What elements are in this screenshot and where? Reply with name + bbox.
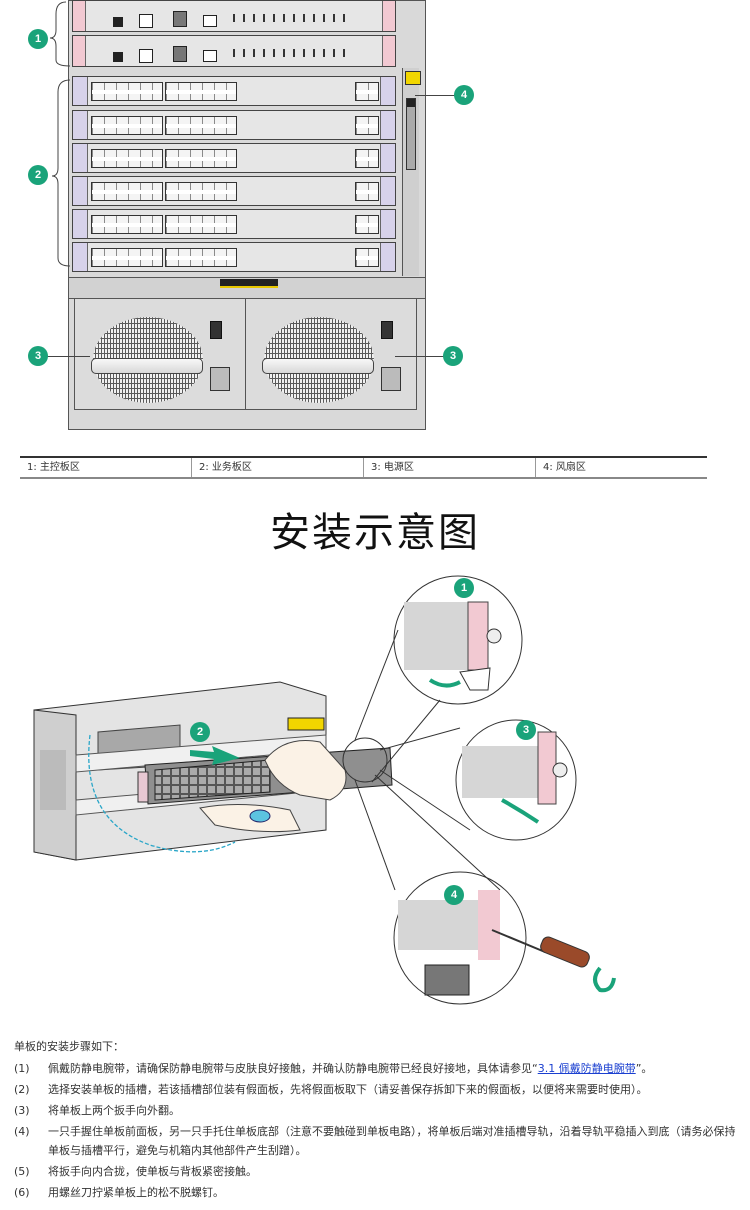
service-board [72, 176, 396, 206]
service-board [72, 110, 396, 140]
brace-lines [49, 1, 71, 267]
legend-cell-service-board: 2: 业务板区 [192, 458, 364, 477]
callout-badge-4: 4 [454, 85, 474, 105]
installation-diagram [33, 575, 616, 1005]
callout-badge-2: 2 [28, 165, 48, 185]
step-text: 将单板上两个扳手向外翻。 [48, 1104, 180, 1117]
service-board [72, 209, 396, 239]
step-text: 将扳手向内合拢，使单板与背板紧密接触。 [48, 1165, 257, 1178]
legend-cell-power: 3: 电源区 [364, 458, 536, 477]
chassis-label [220, 279, 278, 288]
step-text: 佩戴防静电腕带，请确保防静电腕带与皮肤良好接触，并确认防静电腕带已经良好接地，具… [48, 1059, 744, 1078]
step-text-part: ”。 [635, 1062, 653, 1075]
main-control-board [72, 35, 396, 67]
step-text: 选择安装单板的插槽，若该插槽部位装有假面板，先将假面板取下（请妥善保存拆卸下来的… [48, 1083, 648, 1096]
area-legend-table: 1: 主控板区 2: 业务板区 3: 电源区 4: 风扇区 [20, 456, 707, 479]
step-item: (3) 将单板上两个扳手向外翻。 [14, 1101, 744, 1120]
step-number: (1) [14, 1062, 30, 1075]
legend-cell-main-control: 1: 主控板区 [20, 458, 192, 477]
power-supply-right [245, 298, 417, 410]
installation-steps: 单板的安装步骤如下： (1) 佩戴防静电腕带，请确保防静电腕带与皮肤良好接触，并… [14, 1037, 744, 1204]
step-text: 一只手握住单板前面板，另一只手托住单板底部（注意不要触碰到单板电路），将单板后端… [48, 1125, 736, 1157]
callout-badge-2: 2 [190, 722, 210, 742]
step-item: (4) 一只手握住单板前面板，另一只手托住单板底部（注意不要触碰到单板电路），将… [14, 1122, 744, 1160]
callout-badge-3: 3 [443, 346, 463, 366]
figure-title: 安装示意图 [270, 510, 480, 556]
service-board [72, 242, 396, 272]
step-item: (1) 佩戴防静电腕带，请确保防静电腕带与皮肤良好接触，并确认防静电腕带已经良好… [14, 1059, 744, 1078]
steps-intro: 单板的安装步骤如下： [14, 1040, 124, 1053]
service-board [72, 76, 396, 106]
step-number: (6) [14, 1186, 30, 1199]
power-supply-left [74, 298, 246, 410]
step-number: (3) [14, 1104, 30, 1117]
step-number: (4) [14, 1125, 30, 1138]
callout-badge-1: 1 [454, 578, 474, 598]
step-item: (6) 用螺丝刀拧紧单板上的松不脱螺钉。 [14, 1183, 744, 1202]
callout-badge-3: 3 [28, 346, 48, 366]
step-text: 用螺丝刀拧紧单板上的松不脱螺钉。 [48, 1186, 224, 1199]
step-number: (5) [14, 1165, 30, 1178]
callout-badge-3: 3 [516, 720, 536, 740]
service-board [72, 143, 396, 173]
step-number: (2) [14, 1083, 30, 1096]
step-item: (2) 选择安装单板的插槽，若该插槽部位装有假面板，先将假面板取下（请妥善保存拆… [14, 1080, 744, 1099]
step-text-part: 佩戴防静电腕带，请确保防静电腕带与皮肤良好接触，并确认防静电腕带已经良好接地，具… [48, 1062, 538, 1075]
esd-wrist-strap-link[interactable]: 3.1 佩戴防静电腕带 [537, 1062, 636, 1075]
callout-badge-1: 1 [28, 29, 48, 49]
main-control-board [72, 0, 396, 32]
esd-warning-icon [405, 71, 421, 85]
step-item: (5) 将扳手向内合拢，使单板与背板紧密接触。 [14, 1162, 744, 1181]
legend-cell-fan: 4: 风扇区 [543, 462, 586, 473]
callout-badge-4: 4 [444, 885, 464, 905]
fan-handle [406, 98, 416, 170]
